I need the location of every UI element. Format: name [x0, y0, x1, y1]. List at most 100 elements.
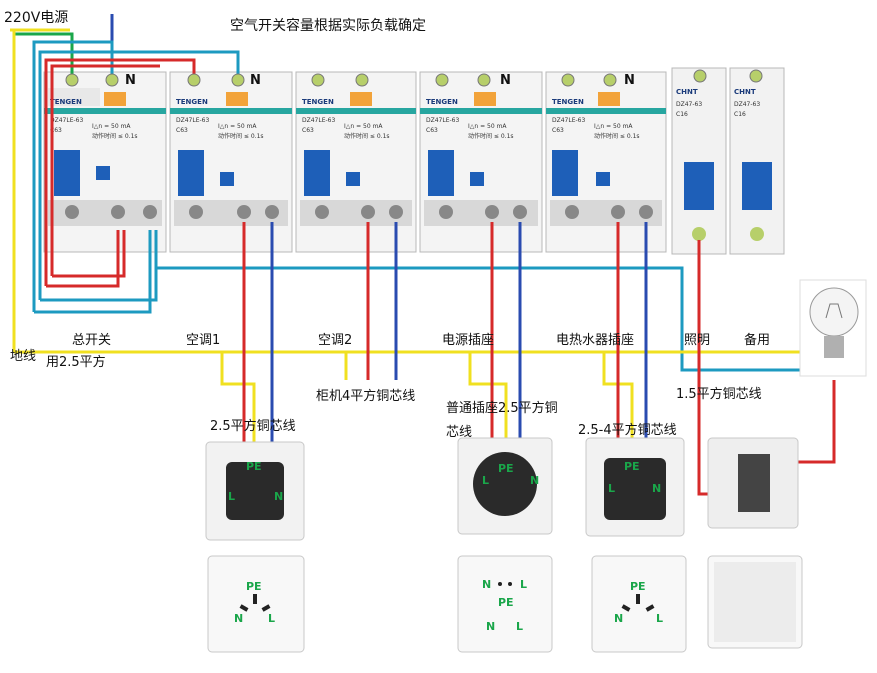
- pin-n-label: N: [486, 620, 495, 633]
- rcd-breaker-water-heater: TENGEN DZ47LE-63 C63 I△n = 50 mA 动作时间 ≤ …: [545, 71, 667, 253]
- rcd-spec: I△n = 50 mA: [594, 123, 633, 130]
- ground-ac1: [220, 352, 256, 478]
- rcd-spec2: 动作时间 ≤ 0.1s: [468, 132, 514, 140]
- rcd-breaker-main: TENGEN DZ47LE-63 C63 I△n = 50 mA 动作时间 ≤ …: [43, 71, 167, 253]
- mcb-model: DZ47-63: [676, 101, 702, 108]
- mcb-brand: CHNT: [734, 88, 756, 96]
- water-heater-label: 电热水器插座: [556, 333, 634, 348]
- rcd-spec2: 动作时间 ≤ 0.1s: [92, 132, 138, 140]
- main-switch-wire-label: 用2.5平方: [46, 354, 106, 370]
- pin-n-label: N: [530, 474, 539, 487]
- pin-pe-label: PE: [624, 460, 640, 473]
- main-output-live: [46, 230, 120, 288]
- rcd-spec: I△n = 50 mA: [468, 123, 507, 130]
- pin-l-label: L: [516, 620, 523, 633]
- rcd-model: DZ47LE-63: [176, 117, 209, 124]
- mcb-brand: CHNT: [676, 88, 698, 96]
- rcd-model: DZ47LE-63: [426, 117, 459, 124]
- power-socket-back: PE L N: [457, 437, 553, 535]
- power-source-label: 220V电源: [4, 10, 68, 26]
- neutral-bus-wire-2: [38, 50, 240, 300]
- heater-socket-face: PE N L: [591, 555, 687, 653]
- normal-socket-wire-label-2: 芯线: [446, 425, 472, 440]
- live-bus-wire-2: [50, 64, 160, 276]
- pin-l-label: L: [608, 482, 615, 495]
- pin-pe-label: PE: [246, 460, 262, 473]
- main-output-neutral: [34, 230, 152, 314]
- light-bulb-icon: [799, 279, 867, 377]
- lighting-neutral-wire: [156, 266, 838, 372]
- ac1-label: 空调1: [186, 333, 220, 348]
- rcd-brand: TENGEN: [552, 98, 584, 106]
- ground-wire-label: 地线: [10, 349, 36, 364]
- light-switch-back: [707, 437, 799, 529]
- rcd-model: DZ47LE-63: [302, 117, 335, 124]
- rcd-breaker-socket: TENGEN DZ47LE-63 C63 I△n = 50 mA 动作时间 ≤ …: [419, 71, 543, 253]
- power-socket-label: 电源插座: [442, 333, 494, 348]
- rcd-brand: TENGEN: [50, 98, 82, 106]
- pin-pe-label: PE: [498, 596, 514, 609]
- pin-l-label: L: [482, 474, 489, 487]
- mcb-breaker-lighting: CHNT DZ47-63 C16: [671, 67, 727, 255]
- mcb-model: DZ47-63: [734, 101, 760, 108]
- pin-n-label: N: [614, 612, 623, 625]
- rcd-rating: C63: [302, 127, 314, 134]
- rcd-model: DZ47LE-63: [50, 117, 83, 124]
- pin-pe-label: PE: [246, 580, 262, 593]
- normal-socket-wire-label-1: 普通插座2.5平方铜: [446, 400, 558, 416]
- rcd-rating: C63: [176, 127, 188, 134]
- rcd-spec2: 动作时间 ≤ 0.1s: [218, 132, 264, 140]
- heater-socket-back: PE L N: [585, 437, 685, 537]
- terminal-row: [65, 69, 763, 87]
- rcd-breaker-ac2: TENGEN DZ47LE-63 C63 I△n = 50 mA 动作时间 ≤ …: [295, 71, 417, 253]
- pin-l-label: L: [520, 578, 527, 591]
- rcd-breaker-ac1: TENGEN DZ47LE-63 C63 I△n = 50 mA 动作时间 ≤ …: [169, 71, 293, 253]
- rcd-brand: TENGEN: [302, 98, 334, 106]
- main-output-live-2: [52, 230, 126, 278]
- rcd-spec2: 动作时间 ≤ 0.1s: [344, 132, 390, 140]
- rcd-rating: C63: [426, 127, 438, 134]
- pin-pe-label: PE: [630, 580, 646, 593]
- lighting-wire-label: 1.5平方铜芯线: [676, 386, 762, 402]
- water-heater-wire-label: 2.5-4平方铜芯线: [578, 422, 677, 438]
- rcd-spec: I△n = 50 mA: [218, 123, 257, 130]
- mcb-breaker-spare: CHNT DZ47-63 C16: [729, 67, 785, 255]
- ac1-wire-label: 2.5平方铜芯线: [210, 418, 296, 434]
- ac2-label: 空调2: [318, 333, 352, 348]
- spare-label: 备用: [744, 332, 770, 348]
- ac1-socket-back: PE L N: [205, 441, 305, 541]
- main-switch-label: 总开关: [72, 333, 111, 348]
- n-marker: N: [624, 73, 635, 88]
- ground-socket: [468, 352, 508, 470]
- lighting-label: 照明: [684, 333, 710, 348]
- live-bus-wire: [44, 58, 196, 286]
- pin-n-label: N: [274, 490, 283, 503]
- pin-n-label: N: [652, 482, 661, 495]
- pin-l-label: L: [268, 612, 275, 625]
- light-switch-face: [707, 555, 803, 649]
- rcd-spec2: 动作时间 ≤ 0.1s: [594, 132, 640, 140]
- rcd-brand: TENGEN: [426, 98, 458, 106]
- rcd-rating: C63: [552, 127, 564, 134]
- pin-pe-label: PE: [498, 462, 514, 475]
- cabinet-wire-label: 柜机4平方铜芯线: [316, 388, 415, 404]
- pin-l-label: L: [656, 612, 663, 625]
- n-marker: N: [500, 73, 511, 88]
- ac1-socket-face: PE N L: [207, 555, 305, 653]
- mcb-rating: C16: [676, 111, 688, 118]
- mcb-rating: C16: [734, 111, 746, 118]
- rcd-rating: C63: [50, 127, 62, 134]
- pin-l-label: L: [228, 490, 235, 503]
- pin-n-label: N: [234, 612, 243, 625]
- n-marker: N: [125, 73, 136, 88]
- breaker-note-label: 空气开关容量根据实际负载确定: [230, 17, 426, 34]
- n-marker: N: [250, 73, 261, 88]
- main-output-neutral-2: [40, 230, 158, 302]
- rcd-spec: I△n = 50 mA: [92, 123, 131, 130]
- rcd-model: DZ47LE-63: [552, 117, 585, 124]
- pin-n-label: N: [482, 578, 491, 591]
- power-socket-face: N L PE N L: [457, 555, 553, 653]
- rcd-brand: TENGEN: [176, 98, 208, 106]
- rcd-spec: I△n = 50 mA: [344, 123, 383, 130]
